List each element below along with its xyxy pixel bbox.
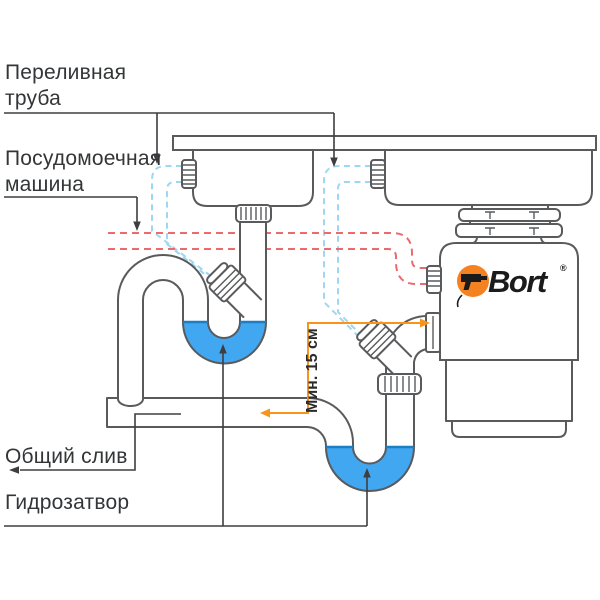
left-trap: [117, 221, 267, 407]
label-dishwasher: Посудомоечная машина: [5, 146, 161, 198]
mount-ring-1: [458, 208, 561, 222]
logo-swoosh: [456, 294, 463, 308]
dishwasher-hose: [108, 232, 427, 285]
label-overflow-pipe: Переливная труба: [5, 60, 126, 112]
left-overflow-port: [181, 159, 197, 189]
label-overflow-pipe-line2: труба: [5, 87, 62, 110]
right-sink-bowl: [384, 150, 593, 206]
callout-overflow-pipe: [4, 112, 338, 167]
right-trap-spigot: [352, 315, 415, 378]
callout-common-drain: [9, 413, 181, 474]
drain-pipe: [106, 397, 354, 448]
left-sink-bowl: [192, 150, 314, 207]
right-trap-water: [326, 447, 414, 491]
left-trap-water: [183, 322, 266, 364]
overflow-tube-right: [323, 165, 371, 342]
label-water-trap: Гидрозатвор: [5, 491, 130, 514]
label-common-drain: Общий слив: [5, 445, 128, 468]
bort-logo: Bort ®: [456, 263, 567, 308]
label-min-height: Мин. 15 см: [304, 328, 321, 413]
label-dishwasher-line2: машина: [5, 173, 85, 196]
dishwasher-inlet-port: [426, 265, 442, 294]
label-overflow-pipe-line1: Переливная: [5, 61, 127, 84]
left-drain-coupling: [235, 204, 272, 223]
logo-brand-text: Bort: [488, 264, 549, 299]
callout-water-trap: [4, 344, 371, 527]
mount-ring-2: [455, 223, 563, 238]
disposer-outlet-flange: [425, 312, 441, 353]
disposer-body: [439, 242, 579, 361]
label-dishwasher-line1: Посудомоечная: [5, 147, 162, 170]
right-trap: [325, 314, 428, 492]
right-overflow-port: [370, 159, 386, 189]
min-height-line: [260, 318, 430, 418]
countertop: [172, 135, 597, 151]
right-pipe-coupling: [377, 373, 422, 395]
callout-dishwasher: [4, 196, 141, 231]
logo-registered-mark: ®: [560, 263, 567, 273]
overflow-tube-left: [151, 165, 223, 289]
disposal-unit: Bort ®: [426, 204, 579, 438]
drill-icon: [461, 274, 487, 290]
